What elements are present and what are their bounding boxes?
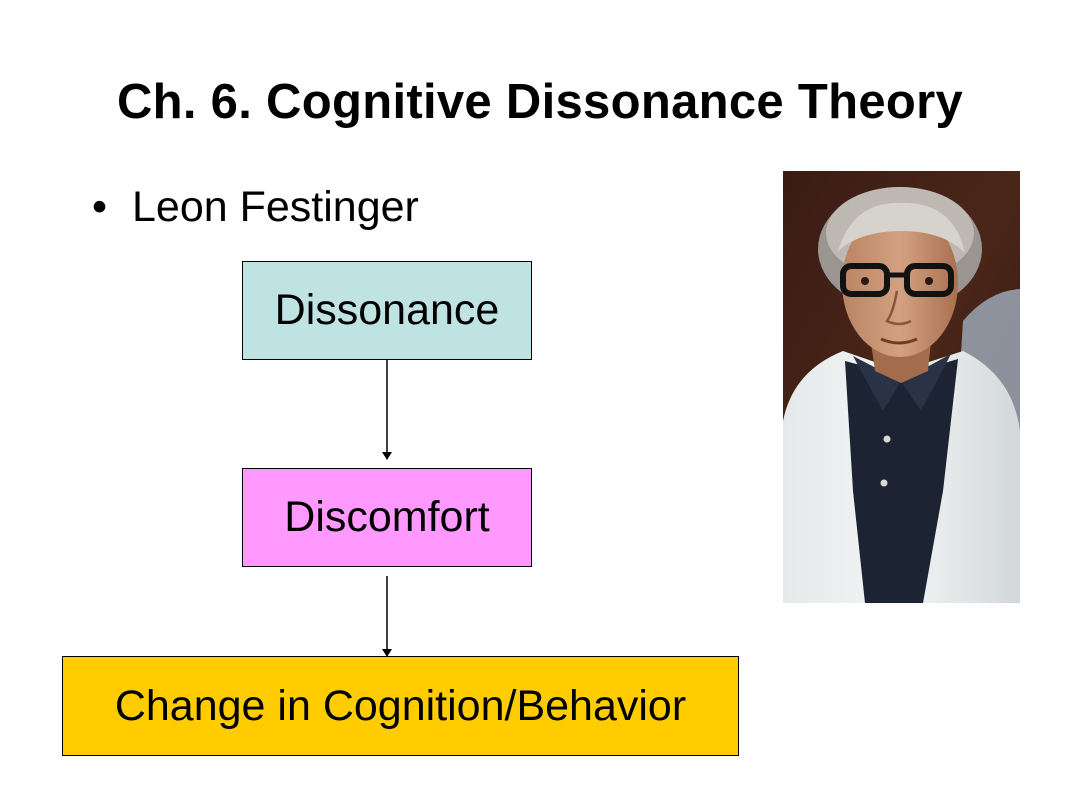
dissonance-label: Dissonance: [274, 286, 500, 334]
portrait-illustration: [783, 171, 1020, 603]
discomfort-label: Discomfort: [284, 493, 490, 541]
bullet-item: • Leon Festinger: [92, 182, 419, 232]
change-label: Change in Cognition/Behavior: [114, 681, 687, 730]
portrait-photo: [783, 171, 1020, 603]
discomfort-box: Discomfort: [242, 468, 532, 567]
slide-title: Ch. 6. Cognitive Dissonance Theory: [116, 75, 964, 129]
bullet-text: Leon Festinger: [132, 183, 419, 231]
bullet-glyph: •: [92, 183, 108, 231]
change-box: Change in Cognition/Behavior: [62, 656, 739, 756]
dissonance-box: Dissonance: [242, 261, 532, 360]
